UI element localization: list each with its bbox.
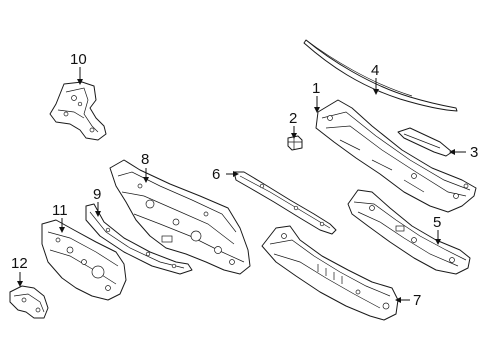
leader-12-arrow bbox=[17, 281, 23, 287]
callout-3: 3 bbox=[470, 144, 478, 161]
callout-10: 10 bbox=[70, 51, 87, 68]
part-4-weatherstrip bbox=[303, 39, 458, 112]
callout-1: 1 bbox=[312, 80, 320, 97]
leader-5-arrow bbox=[435, 239, 441, 245]
callout-9: 9 bbox=[93, 186, 101, 203]
leader-7-arrow bbox=[395, 297, 401, 303]
part-10-bracket bbox=[49, 81, 107, 141]
part-7-lower-member bbox=[261, 225, 399, 321]
leader-3-arrow bbox=[449, 149, 455, 155]
part-8-dash-panel bbox=[109, 159, 251, 275]
leader-11-arrow bbox=[59, 227, 65, 233]
callout-labels: 10 1 4 2 3 8 6 9 5 11 7 12 bbox=[11, 51, 478, 309]
part-5-cowl-lower bbox=[347, 189, 471, 275]
leader-1-arrow bbox=[314, 107, 320, 113]
leader-6-arrow bbox=[233, 171, 239, 177]
callout-7: 7 bbox=[413, 292, 421, 309]
callout-2: 2 bbox=[289, 110, 297, 127]
leader-10-arrow bbox=[77, 79, 83, 85]
part-3-seal-strip bbox=[397, 127, 453, 157]
part-12-small-bracket bbox=[9, 285, 49, 319]
callout-4: 4 bbox=[371, 62, 379, 79]
callout-12: 12 bbox=[11, 255, 28, 272]
callout-11: 11 bbox=[52, 202, 68, 219]
part-1-cowl-top bbox=[315, 99, 477, 213]
part-6-cross-member bbox=[233, 171, 337, 235]
callout-6: 6 bbox=[212, 166, 220, 183]
leader-9-arrow bbox=[95, 211, 101, 217]
leader-8-arrow bbox=[143, 177, 149, 183]
leader-2-arrow bbox=[291, 133, 297, 139]
callout-5: 5 bbox=[433, 214, 441, 231]
leader-lines bbox=[17, 67, 466, 303]
part-2-clip bbox=[287, 135, 303, 151]
leader-4-arrow bbox=[373, 89, 379, 95]
part-11-insulator bbox=[41, 219, 127, 301]
callout-8: 8 bbox=[141, 151, 149, 168]
